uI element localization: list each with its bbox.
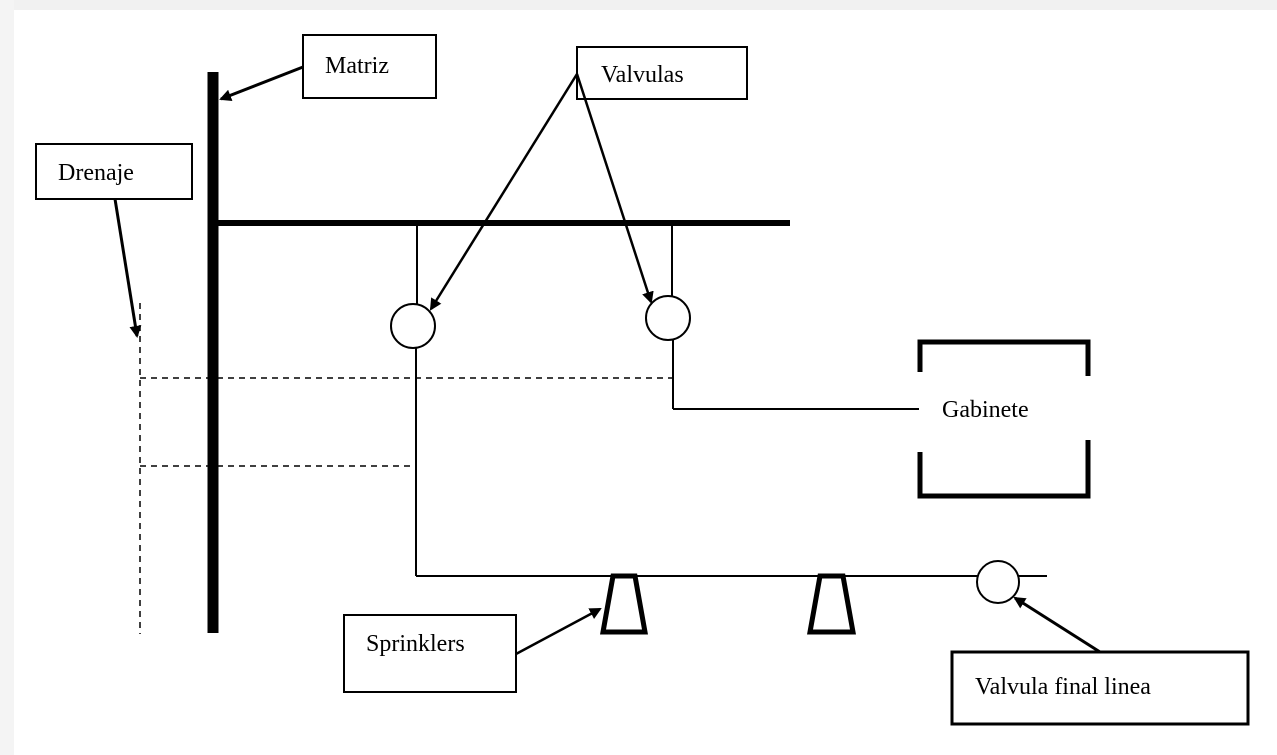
valvula-final-label-box [950, 650, 1250, 726]
left-edge [0, 0, 14, 755]
sprinklers-arrow [515, 607, 602, 656]
right-valve [645, 295, 691, 341]
valvulas-arrow-right [575, 73, 654, 304]
valvula-final-label: Valvula final linea [975, 674, 1151, 700]
end-valve [976, 560, 1020, 604]
valvulas-label: Valvulas [601, 62, 684, 88]
left-valve [390, 303, 436, 349]
drenaje-label-box [35, 143, 193, 200]
gabinete-label: Gabinete [942, 397, 1029, 423]
valvulas-arrow-left [429, 73, 579, 311]
valvula-final-arrow [1013, 596, 1101, 654]
sprinklers-label: Sprinklers [366, 631, 465, 657]
sprinklers-label-box [343, 614, 517, 693]
sprinkler-head-2 [807, 573, 856, 635]
drenaje-arrow [113, 198, 142, 338]
matriz-label-box [302, 34, 437, 99]
cabinet-box [917, 339, 1091, 499]
drenaje-label: Drenaje [58, 160, 134, 186]
top-edge [0, 0, 1277, 10]
matriz-label: Matriz [325, 53, 389, 79]
matriz-arrow [219, 65, 304, 101]
sprinkler-head-1 [600, 573, 648, 635]
valvulas-label-box [576, 46, 748, 100]
